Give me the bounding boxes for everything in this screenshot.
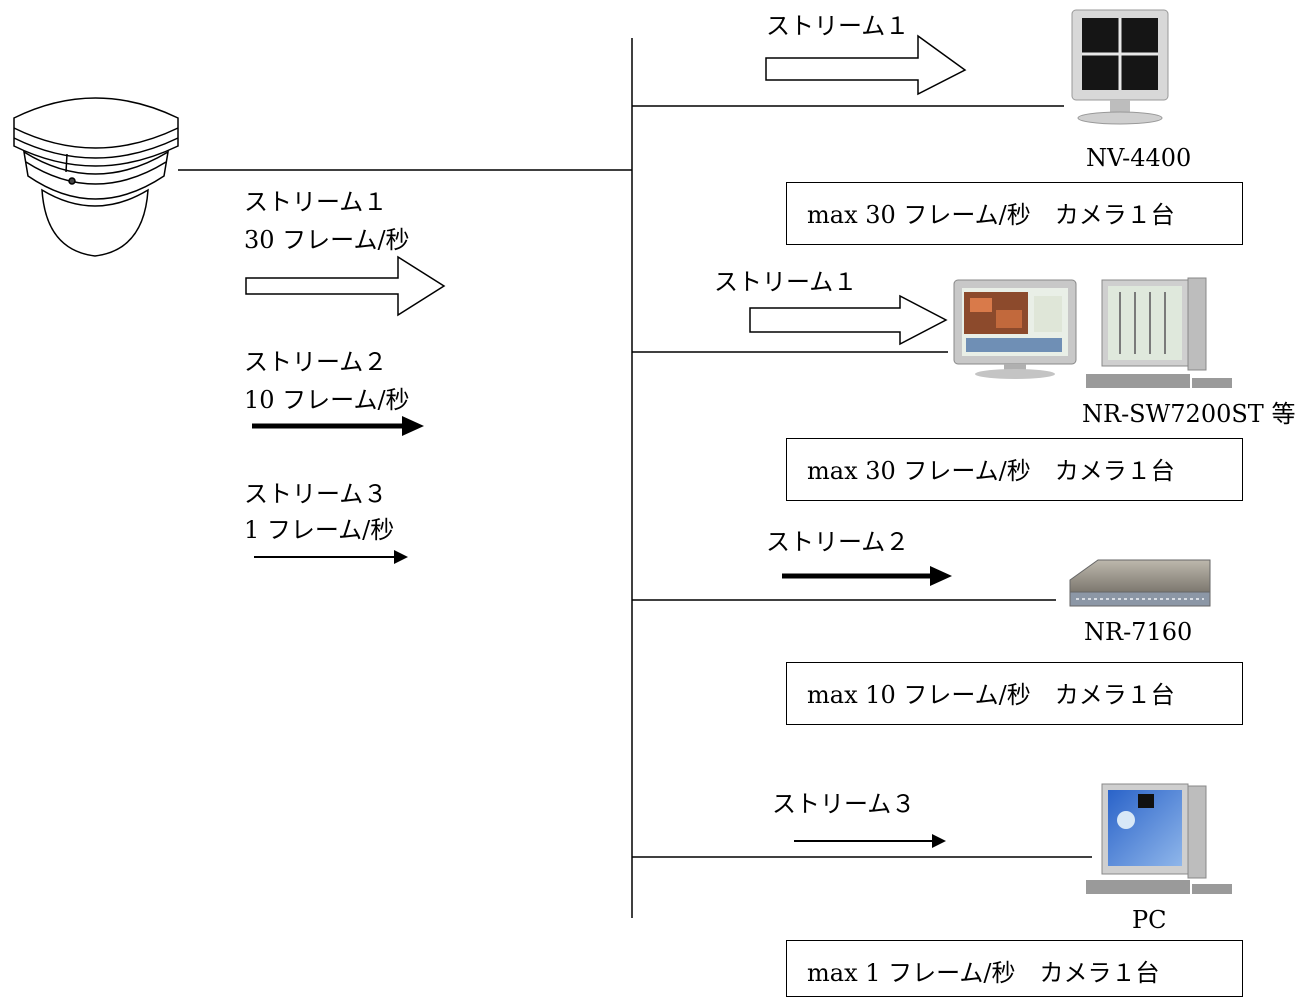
nv4400-stream-label: ストリーム１ xyxy=(766,12,910,40)
nv4400-monitor-icon xyxy=(1071,9,1169,125)
nv4400-device-name: NV-4400 xyxy=(1086,144,1192,172)
pc-icon xyxy=(1086,783,1232,894)
network-lines xyxy=(178,38,1092,918)
nrsw7200-stream-label: ストリーム１ xyxy=(714,268,858,296)
nrsw7200-hollow-arrow xyxy=(749,294,948,346)
nrsw7200-workstation-icon xyxy=(953,277,1232,388)
pc-device-name: PC xyxy=(1132,906,1167,934)
camera-stream3-rate: 1 フレーム/秒 xyxy=(244,516,395,544)
nv4400-hollow-arrow xyxy=(765,34,967,96)
pc-spec-box: max 1 フレーム/秒 カメラ１台 xyxy=(786,940,1243,997)
camera-stream2-name: ストリーム２ xyxy=(244,348,388,376)
nrsw7200-spec-box: max 30 フレーム/秒 カメラ１台 xyxy=(786,438,1243,501)
nrsw7200-device-name: NR-SW7200ST 等 xyxy=(1082,400,1295,428)
stream2-thick-arrow-head xyxy=(402,416,424,436)
nr7160-stream-label: ストリーム２ xyxy=(766,528,910,556)
nr7160-device-name: NR-7160 xyxy=(1084,618,1193,646)
nr7160-recorder-icon xyxy=(1069,559,1211,607)
pc-thin-arrow-head xyxy=(932,834,946,848)
camera-stream3-name: ストリーム３ xyxy=(244,480,388,508)
camera-arrows xyxy=(245,255,446,564)
camera-stream2-rate: 10 フレーム/秒 xyxy=(244,386,410,414)
nr7160-thick-arrow-head xyxy=(930,566,952,586)
dome-camera-icon xyxy=(13,97,179,257)
camera-stream1-name: ストリーム１ xyxy=(244,188,388,216)
stream3-thin-arrow-head xyxy=(394,550,408,564)
pc-stream-label: ストリーム３ xyxy=(772,790,916,818)
device-arrows xyxy=(749,34,967,848)
camera-stream1-rate: 30 フレーム/秒 xyxy=(244,226,410,254)
nr7160-spec-box: max 10 フレーム/秒 カメラ１台 xyxy=(786,662,1243,725)
nv4400-spec-box: max 30 フレーム/秒 カメラ１台 xyxy=(786,182,1243,245)
stream1-hollow-arrow xyxy=(245,255,446,317)
